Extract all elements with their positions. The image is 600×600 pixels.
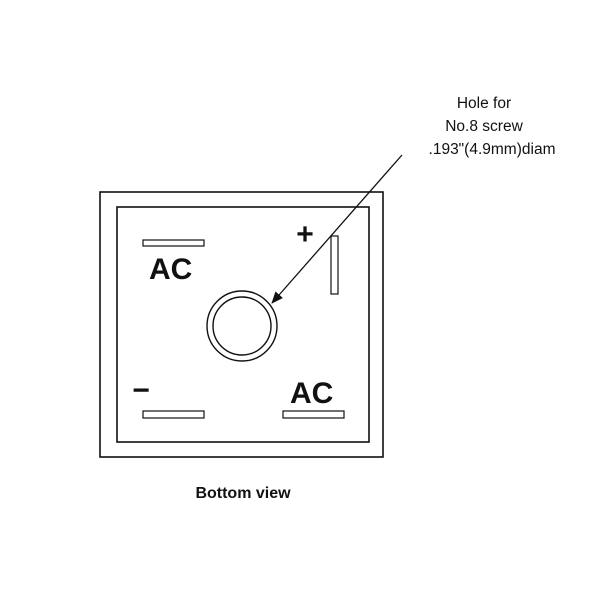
positive-terminal-pad (330, 235, 339, 295)
diagram-caption: Bottom view (195, 485, 291, 502)
negative-terminal-pad (142, 410, 205, 419)
negative-label: − (132, 374, 150, 407)
ac-bottom-right-label: AC (290, 377, 333, 410)
mounting-hole-inner-ring (212, 296, 272, 356)
ac-bottom-right-terminal-pad (282, 410, 345, 419)
mounting-hole-outer-ring (206, 290, 278, 362)
hole-note-line-3: .193"(4.9mm)diam (429, 141, 556, 158)
hole-leader-arrow (271, 154, 403, 304)
hole-note-line-1: Hole for (457, 95, 511, 112)
positive-label: + (296, 218, 314, 251)
ac-top-left-label: AC (149, 253, 192, 286)
hole-note-line-2: No.8 screw (445, 118, 523, 135)
ac-top-left-terminal-pad (142, 239, 205, 247)
package-outer-outline (99, 191, 384, 458)
package-inner-outline (116, 206, 370, 443)
